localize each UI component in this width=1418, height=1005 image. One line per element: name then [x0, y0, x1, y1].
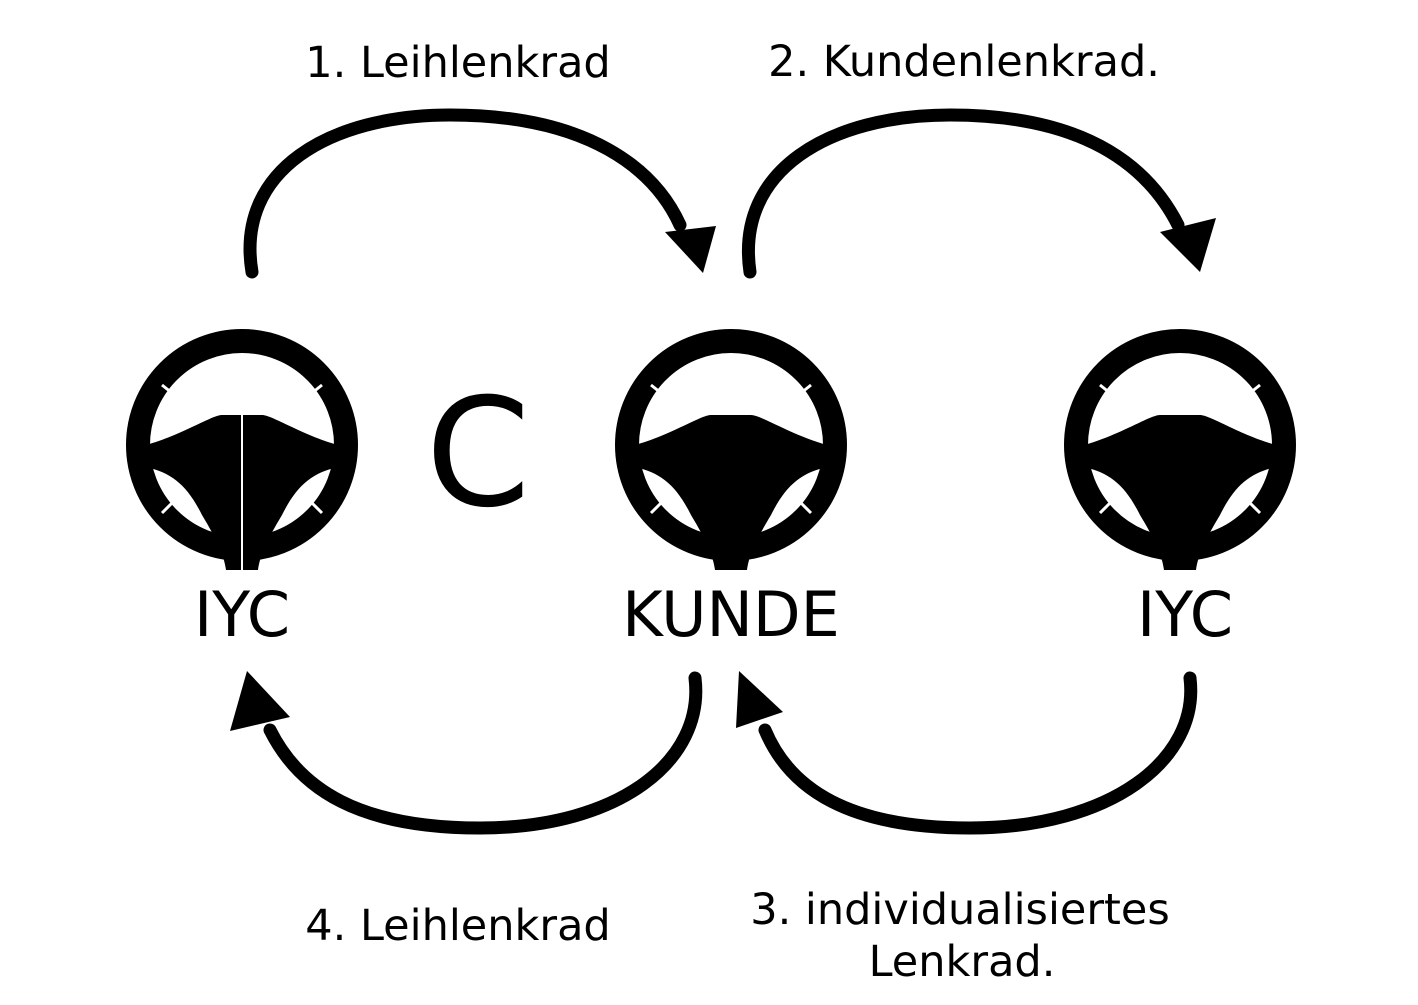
arrow-step-4 — [230, 671, 703, 835]
arrow-step-3 — [736, 671, 1198, 835]
steering-wheel-icon — [627, 341, 835, 570]
step-label-2: 2. Kundenlenkrad. — [768, 37, 1160, 87]
step-label-4: 4. Leihlenkrad — [305, 901, 610, 951]
left-node: IYC — [138, 341, 346, 651]
node-label-left: IYC — [194, 578, 290, 651]
center-mark: C — [426, 367, 531, 541]
node-label-center: KUNDE — [622, 578, 840, 651]
steering-wheel-icon — [138, 341, 346, 570]
node-label-right: IYC — [1137, 578, 1233, 651]
step-label-3-line2: Lenkrad. — [869, 937, 1056, 987]
step-label-1: 1. Leihlenkrad — [305, 38, 610, 88]
step-label-3-line1: 3. individualisiertes — [750, 885, 1170, 935]
arrow-step-2 — [742, 108, 1216, 279]
steering-wheel-icon — [1076, 341, 1284, 570]
center-node: KUNDE — [622, 341, 840, 651]
arrow-step-1 — [243, 108, 716, 279]
right-node: IYC — [1076, 341, 1284, 651]
